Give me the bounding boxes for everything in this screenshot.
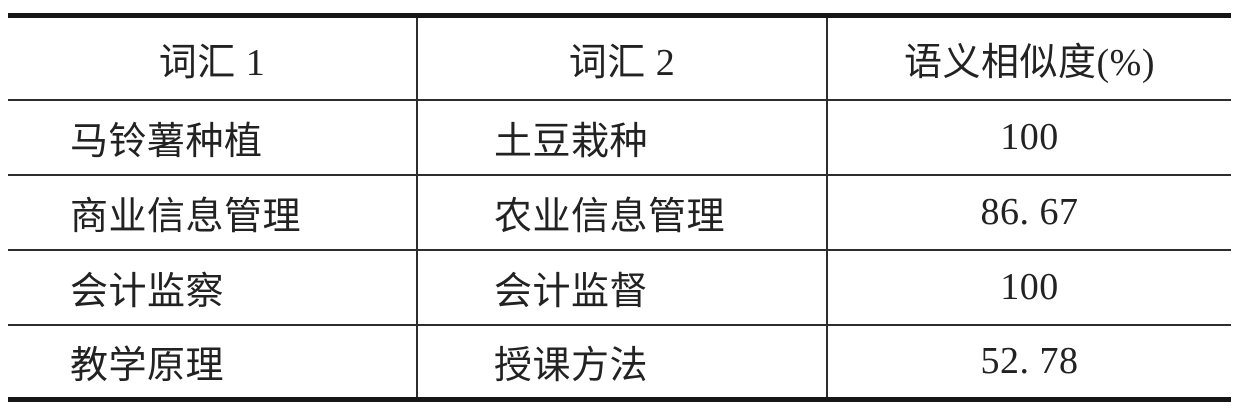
header-word1: 词汇 1	[158, 41, 266, 84]
cell-word1: 教学原理	[8, 323, 417, 400]
cell-similarity: 100	[826, 248, 1231, 325]
cell-similarity: 86. 67	[826, 173, 1231, 250]
cell-similarity: 52. 78	[826, 323, 1231, 400]
header-similarity: 语义相似度(%)	[826, 15, 1231, 100]
cell-word2: 土豆栽种	[416, 98, 827, 175]
cell-similarity: 100	[826, 98, 1231, 175]
cell-word2: 农业信息管理	[416, 173, 827, 250]
cell-word1: 马铃薯种植	[8, 98, 417, 175]
cell-word2: 会计监督	[416, 248, 827, 325]
header-word2: 词汇 2	[416, 15, 827, 100]
table-row: 商业信息管理 农业信息管理 86. 67	[8, 173, 1231, 250]
cell-word1: 商业信息管理	[8, 173, 417, 250]
table-row: 会计监察 会计监督 100	[8, 248, 1231, 325]
table-row: 马铃薯种植 土豆栽种 100	[8, 98, 1231, 175]
cell-word2: 授课方法	[416, 323, 827, 400]
table-header-row: 词汇 1 词汇 2 语义相似度(%)	[8, 15, 1231, 100]
table-row: 教学原理 授课方法 52. 78	[8, 323, 1231, 400]
semantic-similarity-table: 词汇 1 词汇 2 语义相似度(%) 马铃薯种植 土豆栽种 100 商业信息管理…	[8, 13, 1231, 402]
cell-word1: 会计监察	[8, 248, 417, 325]
